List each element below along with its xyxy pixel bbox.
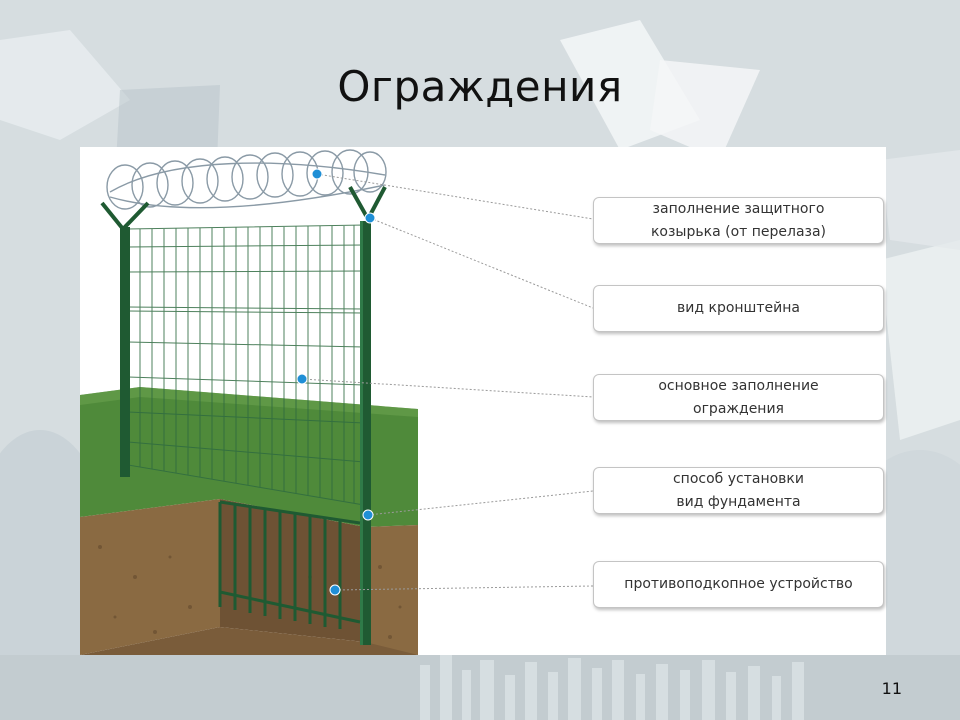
callout-anti-dig: противоподкопное устройство [593,561,884,608]
slide-title: Ограждения [337,62,623,111]
callout-main-fill: основное заполнение ограждения [593,374,884,421]
fence-post-left [120,227,130,477]
fence-post-right [360,221,371,645]
fence-illustration [80,147,418,655]
callout-label: вид кронштейна [677,300,800,316]
callout-label: способ установки вид фундамента [672,470,804,510]
page-number: 11 [881,679,902,698]
callout-bracket-type: вид кронштейна [593,285,884,332]
callout-label: заполнение защитного козырька (от перела… [650,200,827,240]
anti-dig-grid [218,500,361,629]
callout-foundation: способ установки вид фундамента [593,467,884,514]
callout-label: противоподкопное устройство [624,576,853,592]
callout-razor-wire-fill: заполнение защитного козырька (от перела… [593,197,884,244]
callout-label: основное заполнение ограждения [658,377,819,417]
main-mesh-panel [127,224,365,506]
